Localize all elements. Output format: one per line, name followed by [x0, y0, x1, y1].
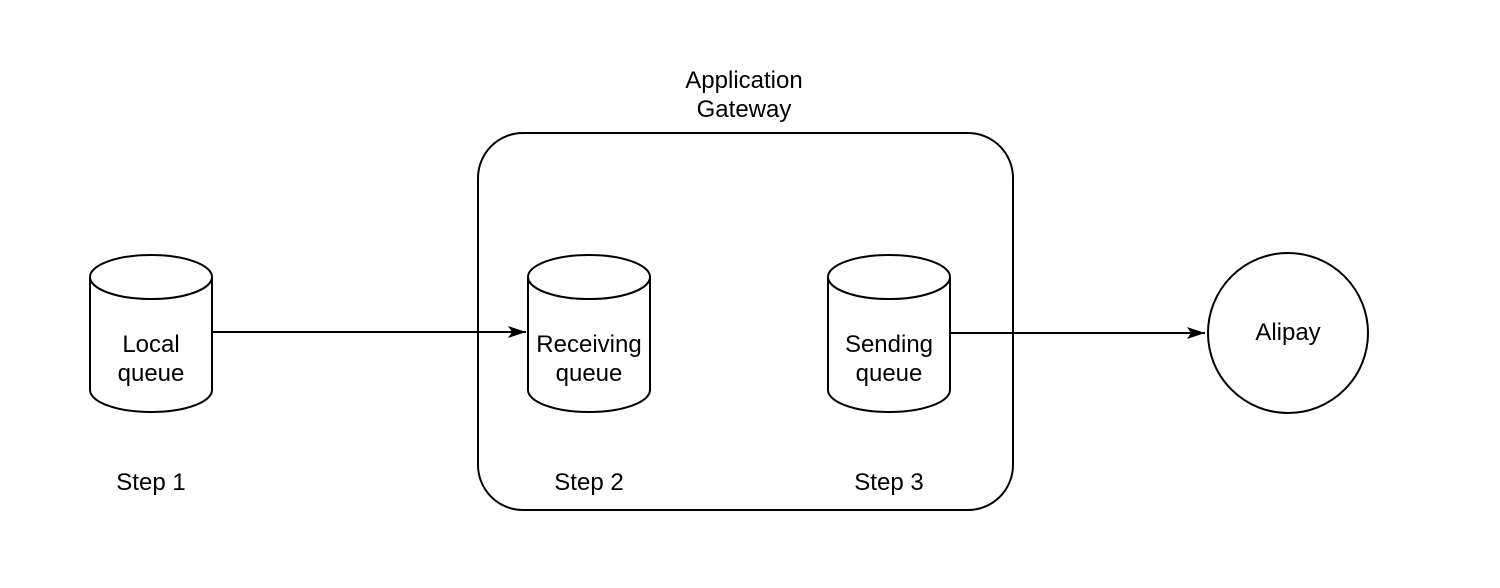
step-1-label: Step 1: [116, 469, 186, 496]
application-gateway-title: Application Gateway: [685, 67, 803, 123]
step-3-label: Step 3: [854, 469, 924, 496]
local-queue-label: Local queue: [117, 331, 185, 387]
step-2-label: Step 2: [554, 469, 624, 496]
alipay-label: Alipay: [1255, 319, 1321, 346]
alipay-circle: [1207, 252, 1369, 414]
application-gateway-container: [477, 132, 1014, 511]
local-queue-cylinder: [89, 254, 213, 413]
sending-queue-label: Sending queue: [844, 331, 934, 387]
receiving-queue-label: Receiving queue: [536, 331, 642, 387]
sending-queue-cylinder: [827, 254, 951, 413]
receiving-queue-cylinder: [527, 254, 651, 413]
